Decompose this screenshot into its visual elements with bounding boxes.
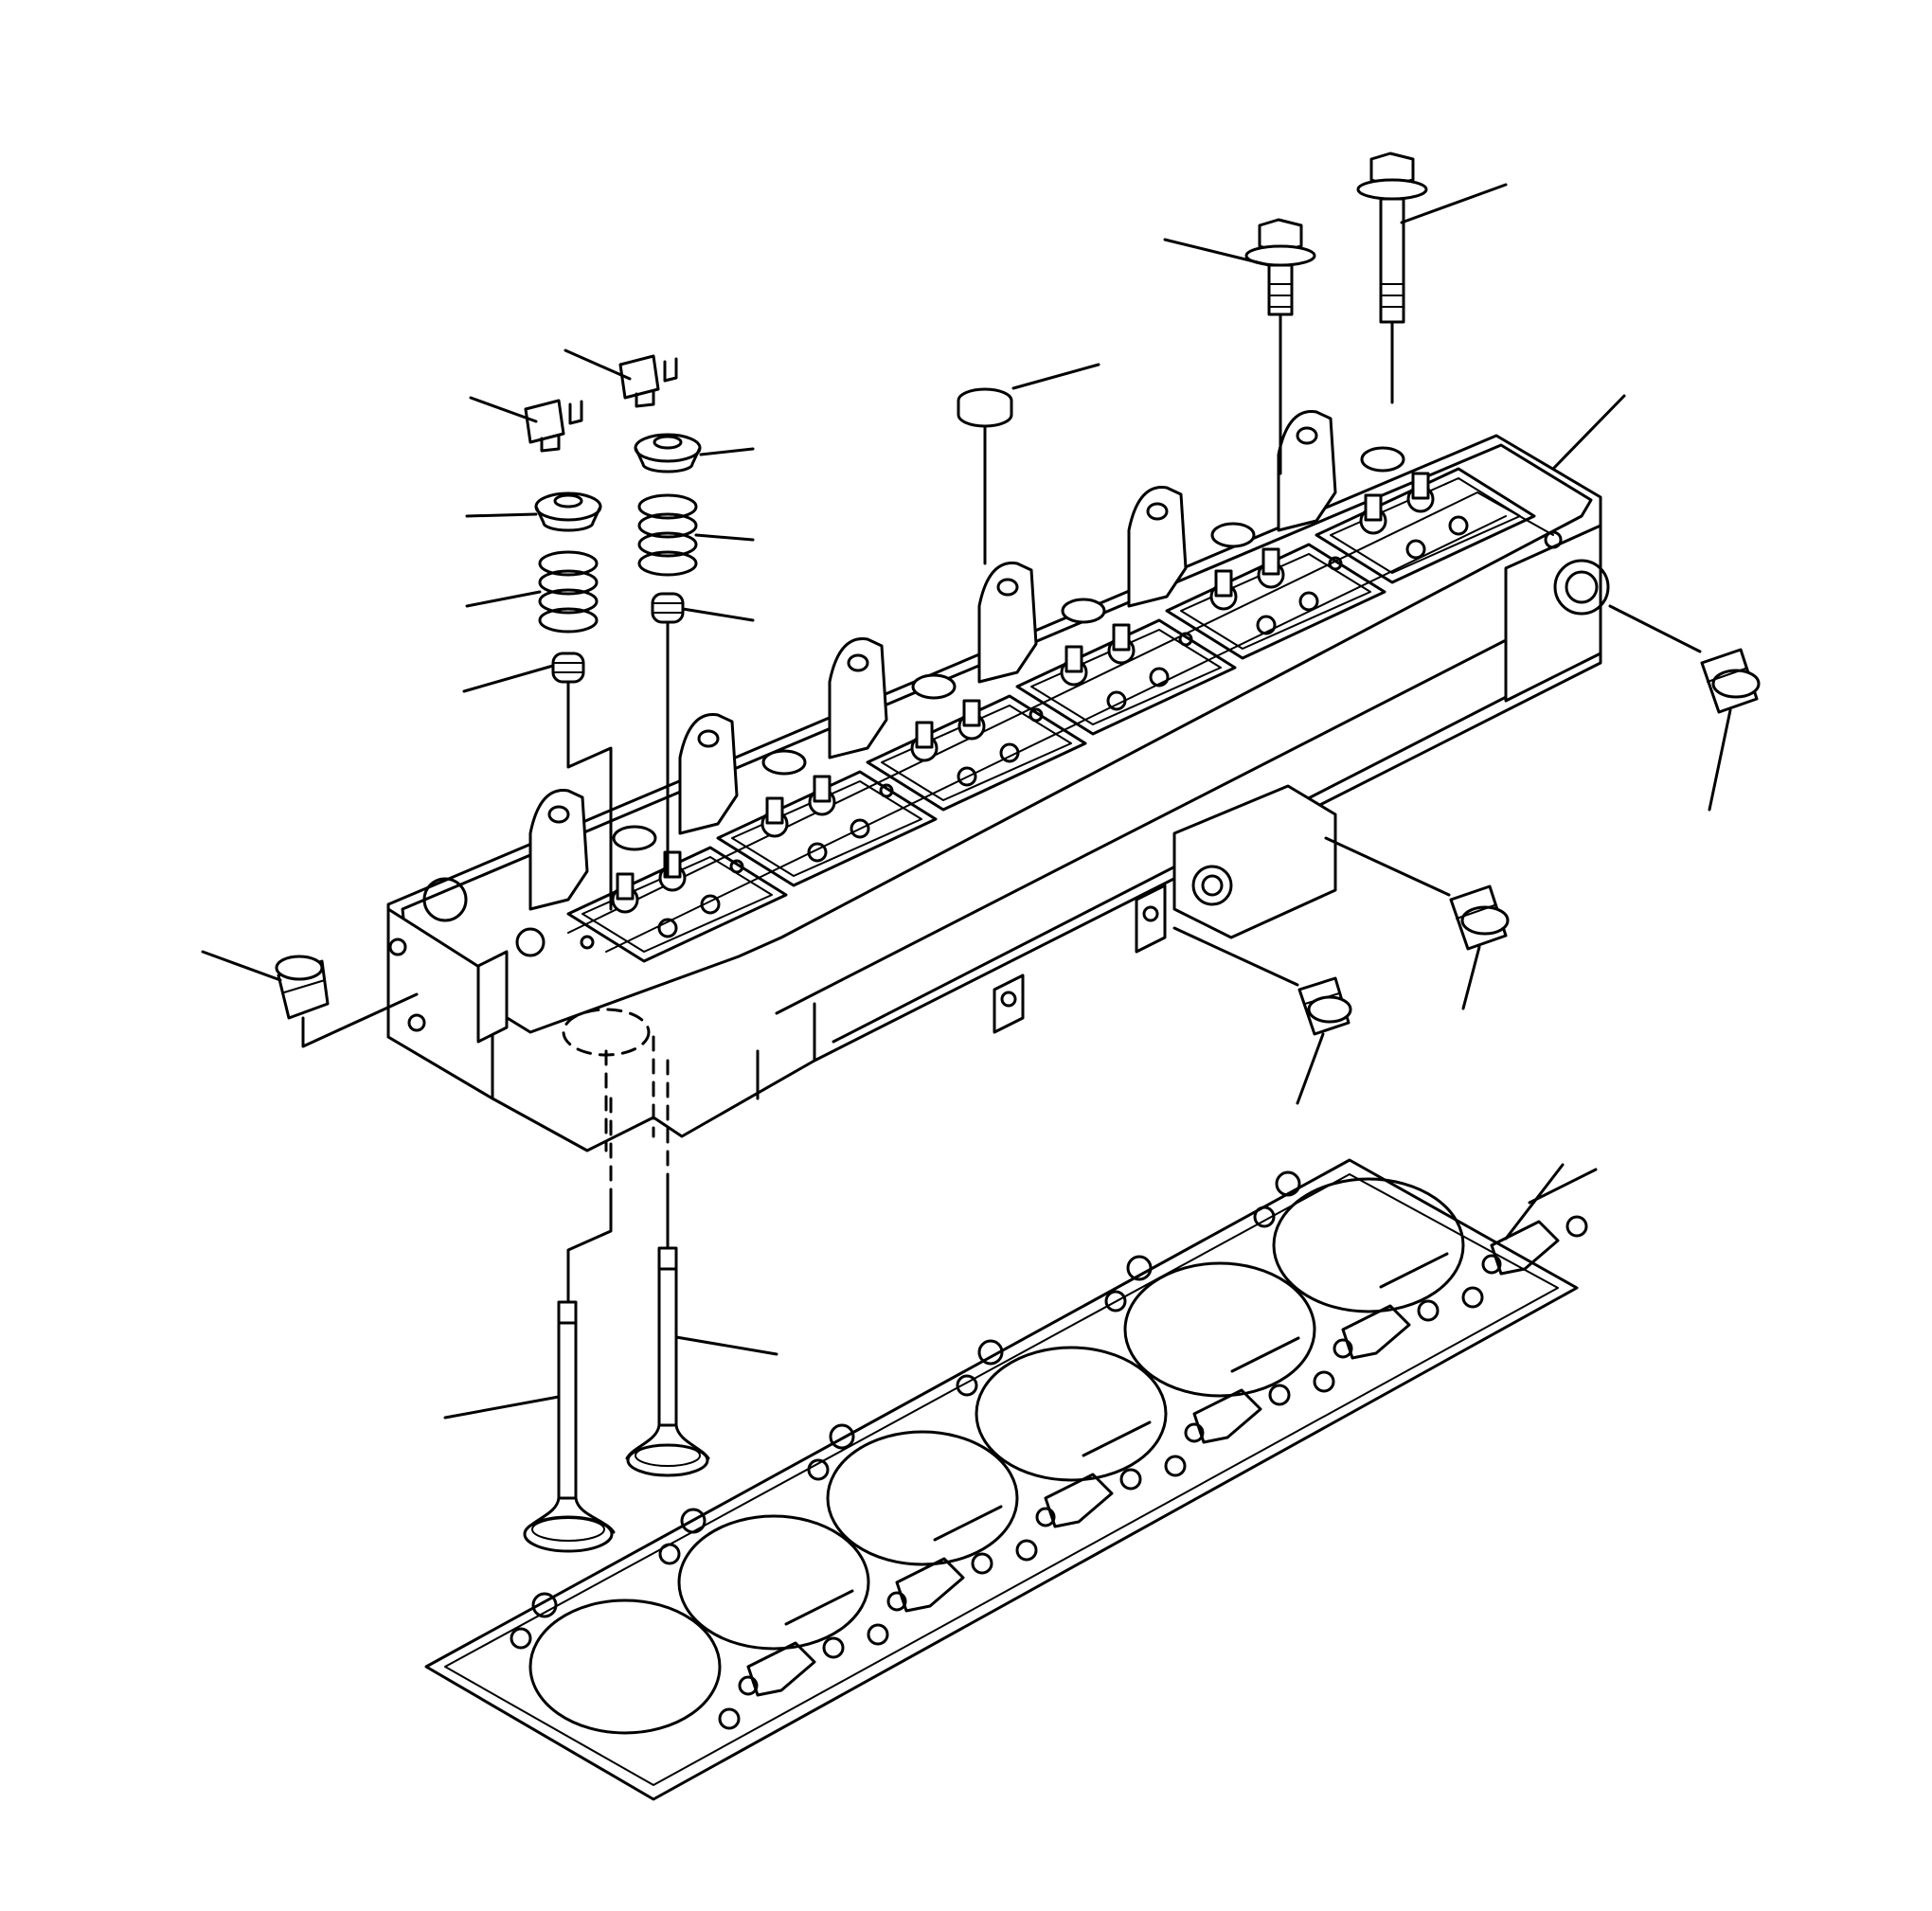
intake-valve-icon	[523, 1097, 616, 1553]
valve-collet-icon	[524, 354, 678, 453]
head-gasket-icon	[424, 1158, 1598, 1801]
valve-stem-seal-icon	[551, 592, 685, 911]
gasket-holes	[510, 1589, 854, 1730]
gasket-holes	[658, 1505, 1003, 1646]
threaded-plug-icon	[275, 604, 1761, 1105]
cylinder-bore	[826, 1430, 1019, 1566]
rocker-pedestal	[528, 789, 657, 911]
cylinder-bore	[1272, 1177, 1465, 1313]
valve-chamber	[1165, 543, 1386, 660]
cylinder-bore	[1123, 1261, 1316, 1398]
valve-chamber	[866, 694, 1087, 812]
cylinder-bore	[975, 1346, 1168, 1482]
spring-retainer-icon	[534, 433, 702, 532]
cylinder-bore	[677, 1514, 870, 1651]
gasket-holes	[1104, 1252, 1449, 1393]
rocker-pedestal	[678, 713, 807, 835]
head-bolt-short-icon	[1244, 218, 1316, 475]
rocker-pedestal	[1127, 486, 1256, 608]
leader-lines	[201, 183, 1626, 1420]
rocker-pedestal	[828, 637, 957, 759]
cylinder-head-icon	[386, 410, 1610, 1152]
valve-chamber	[716, 770, 938, 887]
cylinder-bore	[528, 1598, 722, 1735]
gasket-holes	[956, 1336, 1300, 1477]
exhaust-valve-icon	[625, 1059, 710, 1477]
gasket-holes	[807, 1420, 1152, 1562]
valve-spring-icon	[538, 493, 698, 634]
head-bolt-long-icon	[1356, 152, 1428, 404]
gasket-holes	[1253, 1168, 1598, 1309]
valve-chamber	[1315, 467, 1536, 584]
cup-plug-icon	[957, 387, 1013, 565]
valve-chamber	[566, 846, 788, 963]
rocker-pedestal	[1277, 410, 1405, 532]
valve-chamber	[1015, 618, 1237, 736]
rocker-pedestal	[977, 562, 1106, 684]
